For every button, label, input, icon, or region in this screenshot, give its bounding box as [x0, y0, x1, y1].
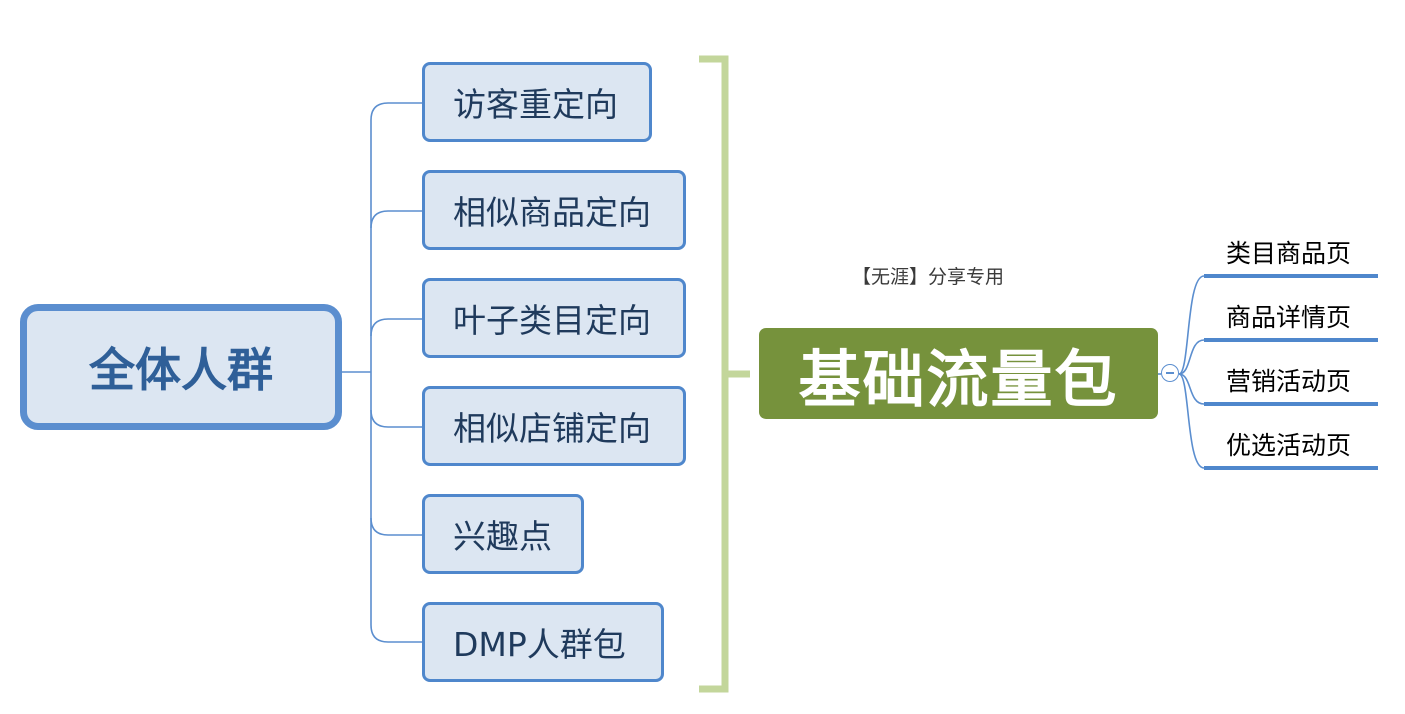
- leaf-node-featured-page[interactable]: 优选活动页: [1204, 430, 1378, 470]
- child-node-interest-point[interactable]: 兴趣点: [422, 494, 584, 574]
- watermark-text: 【无涯】分享专用: [852, 266, 1005, 288]
- center-node[interactable]: 基础流量包: [759, 328, 1158, 419]
- child-node-label: 相似店铺定向: [453, 409, 651, 448]
- child-node-similar-product[interactable]: 相似商品定向: [422, 170, 686, 250]
- branch-3: [370, 318, 422, 337]
- child-node-label: 兴趣点: [453, 517, 552, 556]
- branch-6: [370, 624, 422, 643]
- minus-icon: [1166, 372, 1174, 374]
- leaf-node-label: 营销活动页: [1226, 367, 1352, 396]
- leaf-branch-1: [1178, 275, 1205, 375]
- child-node-label: DMP人群包: [453, 625, 626, 664]
- bracket: [699, 55, 729, 693]
- child-node-leaf-category[interactable]: 叶子类目定向: [422, 278, 686, 358]
- root-node-label: 全体人群: [89, 343, 273, 397]
- root-node[interactable]: 全体人群: [20, 304, 342, 430]
- leaf-node-label: 商品详情页: [1226, 303, 1352, 332]
- child-node-similar-shop[interactable]: 相似店铺定向: [422, 386, 686, 466]
- child-node-label: 相似商品定向: [453, 193, 651, 232]
- leaf-branch-2: [1178, 339, 1205, 375]
- child-node-label: 访客重定向: [453, 85, 618, 124]
- leaf-node-label: 优选活动页: [1226, 431, 1352, 460]
- child-node-dmp-audience[interactable]: DMP人群包: [422, 602, 664, 682]
- leaf-node-label: 类目商品页: [1226, 239, 1352, 268]
- collapse-toggle-button[interactable]: [1161, 364, 1179, 382]
- branch-4: [370, 409, 422, 428]
- center-node-label: 基础流量包: [798, 342, 1119, 416]
- child-node-label: 叶子类目定向: [453, 301, 651, 340]
- child-node-visitor-retargeting[interactable]: 访客重定向: [422, 62, 652, 142]
- branch-2: [370, 210, 422, 229]
- leaf-branch-4: [1178, 373, 1205, 469]
- leaf-node-marketing-page[interactable]: 营销活动页: [1204, 366, 1378, 406]
- leaf-node-category-page[interactable]: 类目商品页: [1204, 238, 1378, 278]
- branch-1: [370, 102, 422, 121]
- leaf-node-product-detail-page[interactable]: 商品详情页: [1204, 302, 1378, 342]
- leaf-branch-3: [1178, 373, 1205, 405]
- branch-5: [370, 517, 422, 536]
